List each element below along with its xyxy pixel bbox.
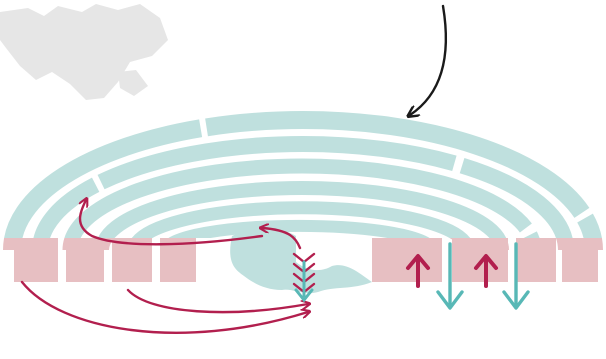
- upward-arrow-icon: [474, 254, 498, 288]
- coil: [292, 252, 316, 303]
- arrow-from-left-low: [20, 280, 308, 334]
- ocean-layer-5: [132, 201, 470, 238]
- ocean-layer-4: [97, 181, 507, 238]
- ocean-layers: [4, 111, 602, 238]
- ocean-layer-6: [168, 219, 430, 238]
- ocean-layer-3: [64, 158, 540, 238]
- arrow-from-left-mid: [126, 288, 308, 314]
- downward-arrow-icon: [502, 242, 530, 310]
- pointer-arrow: [410, 4, 448, 115]
- arrow-to-centre-top: [262, 228, 302, 250]
- central-plume: [230, 228, 372, 294]
- circulation-arrows: [20, 200, 308, 334]
- arrow-to-upper-left: [80, 200, 264, 246]
- ocean-layer-2: [33, 136, 573, 238]
- background-map: [0, 4, 168, 100]
- exchange-arrows: [406, 242, 530, 310]
- downward-arrow-icon: [436, 242, 464, 310]
- ocean-layer-1: [4, 111, 602, 238]
- upward-arrow-icon: [406, 254, 430, 288]
